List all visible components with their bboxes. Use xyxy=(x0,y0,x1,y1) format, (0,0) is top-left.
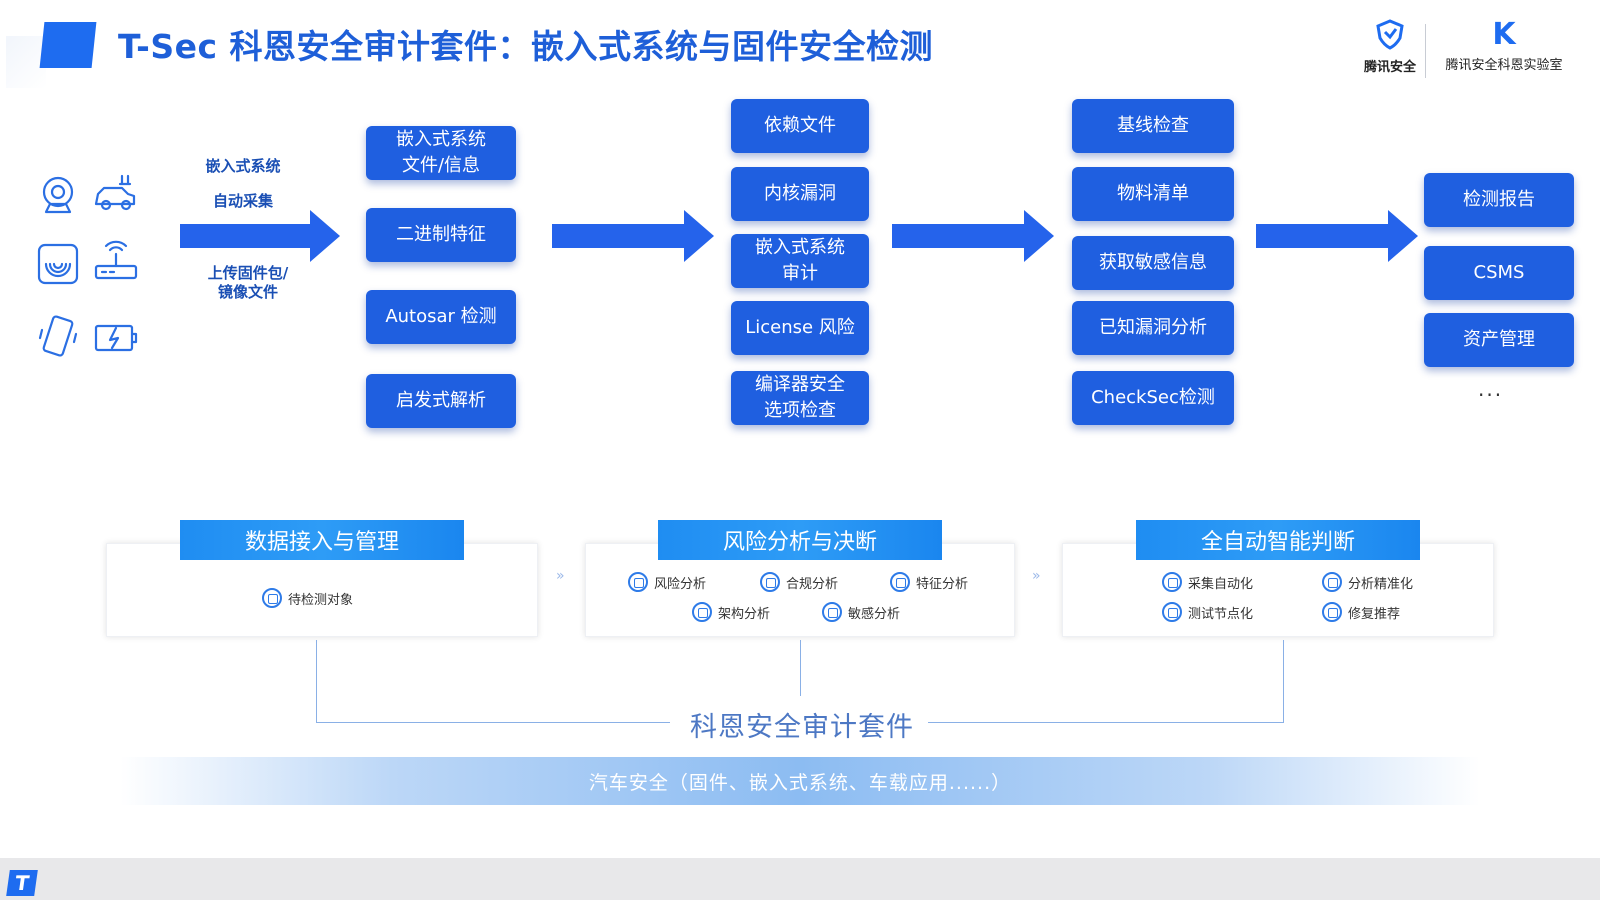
feature-label: 敏感分析 xyxy=(848,606,901,622)
panel-title-data-access: 数据接入与管理 xyxy=(180,520,464,560)
scope-band-text: 汽车安全（固件、嵌入式系统、车载应用......） xyxy=(588,771,1012,794)
feature-label: 修复推荐 xyxy=(1348,606,1401,622)
stage3-box-checksec: CheckSec检测 xyxy=(1072,371,1234,425)
bracket-line-center xyxy=(800,640,801,696)
flow-arrow-3 xyxy=(892,210,1054,262)
chevron-right-icon: » xyxy=(1032,568,1041,584)
footer-logo-icon: T xyxy=(6,870,38,896)
test-node-icon xyxy=(1162,602,1182,622)
stage4-box-asset-mgmt: 资产管理 xyxy=(1424,313,1574,367)
stage3-box-known-vuln: 已知漏洞分析 xyxy=(1072,301,1234,355)
feature-item: 合规分析 xyxy=(760,572,838,592)
collect-label-line1: 嵌入式系统 xyxy=(205,157,281,175)
stage4-box-csms: CSMS xyxy=(1424,246,1574,300)
feature-label: 分析精准化 xyxy=(1348,576,1414,592)
stage3-box-baseline: 基线检查 xyxy=(1072,99,1234,153)
chevron-right-icon: » xyxy=(556,568,565,584)
bracket-line-bottom-left xyxy=(316,722,670,723)
stage1-box-autosar: Autosar 检测 xyxy=(366,290,516,344)
target-object-icon xyxy=(262,588,282,608)
stage2-box-license-risk: License 风险 xyxy=(731,301,869,355)
stage2-box-compiler-options: 编译器安全 选项检查 xyxy=(731,371,869,425)
feature-label: 架构分析 xyxy=(718,606,771,622)
smartphone-icon xyxy=(34,312,82,360)
brand-tencent-security: 腾讯安全 xyxy=(1345,18,1435,75)
brand-name: 腾讯安全科恩实验室 xyxy=(1445,58,1563,73)
radar-icon xyxy=(34,240,82,288)
stage1-box-file-info: 嵌入式系统 文件/信息 xyxy=(366,126,516,180)
feature-item: 敏感分析 xyxy=(822,602,900,622)
architecture-analysis-icon xyxy=(692,602,712,622)
feature-item: 修复推荐 xyxy=(1322,602,1400,622)
feature-item: 待检测对象 xyxy=(262,588,353,608)
risk-analysis-icon xyxy=(628,572,648,592)
precise-analysis-icon xyxy=(1322,572,1342,592)
ev-car-icon xyxy=(92,170,140,218)
feature-analysis-icon xyxy=(890,572,910,592)
brand-divider xyxy=(1425,24,1426,78)
page-title: T-Sec 科恩安全审计套件：嵌入式系统与固件安全检测 xyxy=(118,27,934,66)
suite-label: 科恩安全审计套件 xyxy=(690,712,914,743)
feature-item: 采集自动化 xyxy=(1162,572,1253,592)
feature-item: 测试节点化 xyxy=(1162,602,1253,622)
upload-label: 上传固件包/ 镜像文件 xyxy=(207,264,289,301)
keen-lab-logo-icon: K xyxy=(1492,17,1516,52)
camera-icon xyxy=(34,172,82,220)
stage4-box-report: 检测报告 xyxy=(1424,173,1574,227)
router-icon xyxy=(92,240,140,288)
logo-square xyxy=(39,22,97,68)
auto-collect-icon xyxy=(1162,572,1182,592)
bracket-line-left xyxy=(316,640,317,722)
feature-label: 合规分析 xyxy=(786,576,839,592)
more-ellipsis: ··· xyxy=(1478,383,1504,407)
feature-item: 风险分析 xyxy=(628,572,706,592)
feature-label: 特征分析 xyxy=(916,576,969,592)
compliance-analysis-icon xyxy=(760,572,780,592)
brand-name: 腾讯安全 xyxy=(1363,60,1416,75)
footer-bar xyxy=(0,858,1600,900)
stage3-box-sensitive-info: 获取敏感信息 xyxy=(1072,236,1234,290)
flow-arrow-4 xyxy=(1256,210,1418,262)
flow-arrow-1 xyxy=(180,210,340,262)
feature-label: 采集自动化 xyxy=(1188,576,1254,592)
stage1-box-heuristic: 启发式解析 xyxy=(366,374,516,428)
bracket-line-right xyxy=(1283,640,1284,722)
collect-label-line2: 自动采集 xyxy=(212,192,273,210)
stage3-box-sbom: 物料清单 xyxy=(1072,167,1234,221)
feature-label: 待检测对象 xyxy=(288,592,354,608)
panel-title-auto-judgment: 全自动智能判断 xyxy=(1136,520,1420,560)
battery-icon xyxy=(92,314,140,362)
stage2-box-kernel-vuln: 内核漏洞 xyxy=(731,167,869,221)
feature-label: 风险分析 xyxy=(654,576,707,592)
stage2-box-embedded-audit: 嵌入式系统 审计 xyxy=(731,234,869,288)
feature-item: 特征分析 xyxy=(890,572,968,592)
panel-title-risk-analysis: 风险分析与决断 xyxy=(658,520,942,560)
flow-arrow-2 xyxy=(552,210,714,262)
scope-band: 汽车安全（固件、嵌入式系统、车载应用......） xyxy=(120,757,1480,805)
brand-keen-lab: K 腾讯安全科恩实验室 xyxy=(1432,17,1576,74)
sensitive-analysis-icon xyxy=(822,602,842,622)
logo-decoration xyxy=(6,36,46,88)
feature-item: 分析精准化 xyxy=(1322,572,1413,592)
feature-label: 测试节点化 xyxy=(1188,606,1254,622)
bracket-line-bottom-right xyxy=(928,722,1284,723)
stage1-box-binary-features: 二进制特征 xyxy=(366,208,516,262)
tencent-shield-icon xyxy=(1345,18,1435,54)
stage2-box-dependencies: 依赖文件 xyxy=(731,99,869,153)
fix-recommend-icon xyxy=(1322,602,1342,622)
feature-item: 架构分析 xyxy=(692,602,770,622)
